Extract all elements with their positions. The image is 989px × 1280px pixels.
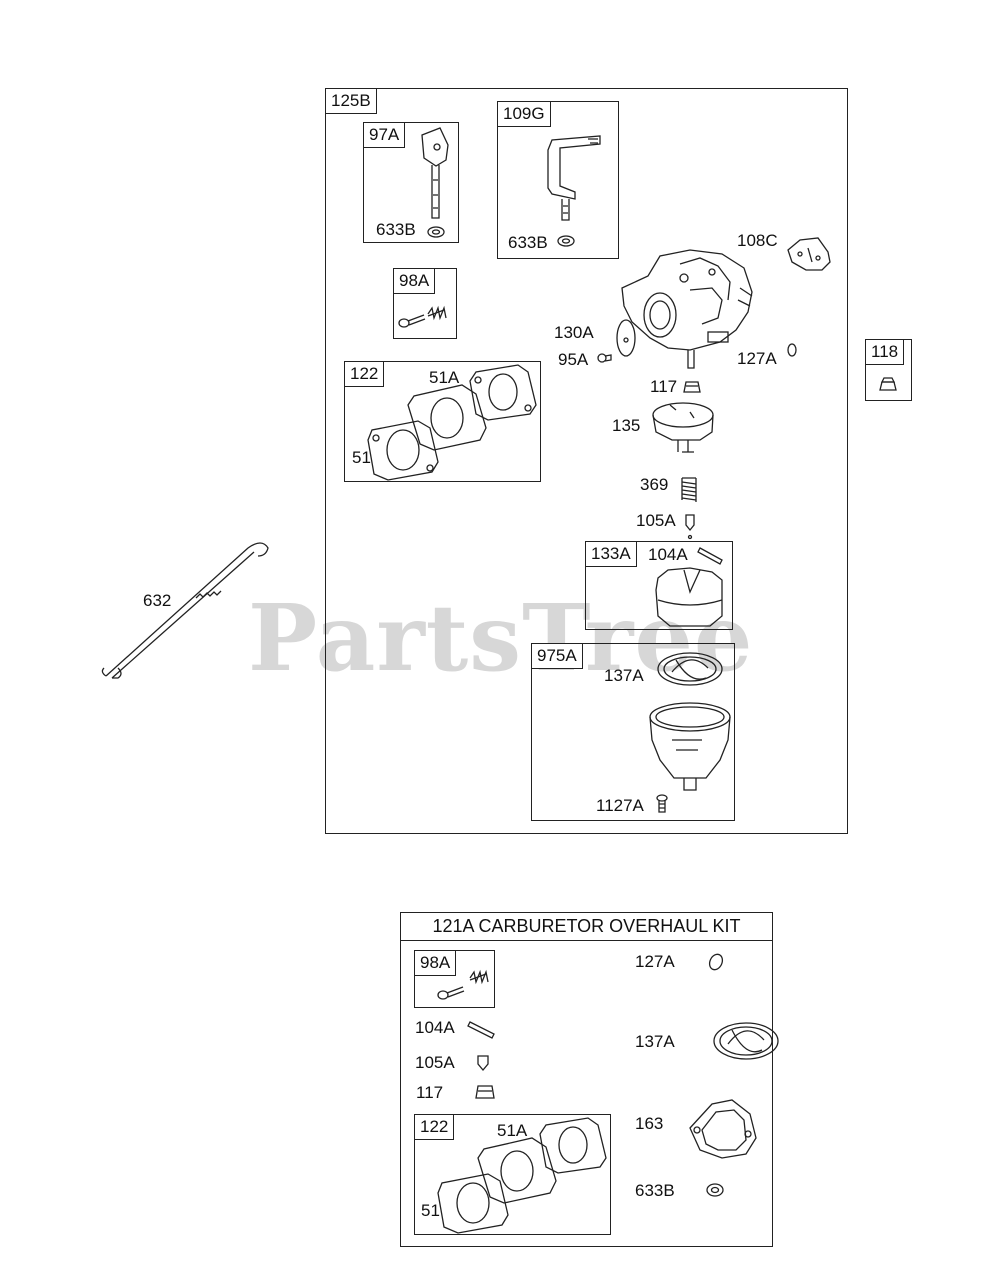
overhaul-kit-title: 121A CARBURETOR OVERHAUL KIT <box>401 913 772 941</box>
assembly-125b-tag: 125B <box>326 89 377 114</box>
label-369: 369 <box>640 475 669 494</box>
box-118-tag: 118 <box>866 340 905 365</box>
box-975a-tag: 975A <box>532 644 583 669</box>
label-108c: 108C <box>737 231 778 250</box>
screw-icon <box>398 314 426 328</box>
label-51: 51 <box>352 448 371 467</box>
jet-icon <box>475 1085 495 1099</box>
box-133a-tag: 133A <box>586 542 637 567</box>
bolt-icon <box>656 794 668 813</box>
box-133a: 133A 104A <box>585 541 733 630</box>
kit-box-98a: 98A <box>414 950 495 1008</box>
overhaul-kit-box: 121A CARBURETOR OVERHAUL KIT <box>400 912 773 1247</box>
kit-label-51: 51 <box>421 1201 440 1220</box>
bowl-insert-icon <box>655 567 723 627</box>
box-109g-tag: 109G <box>498 102 551 127</box>
jet-icon <box>683 381 701 393</box>
choke-lever-icon <box>421 127 449 219</box>
o-ring-icon <box>708 953 724 971</box>
box-98a: 98A <box>393 268 457 339</box>
plate-icon <box>787 237 831 271</box>
float-icon <box>652 402 714 453</box>
box-97a-tag: 97A <box>364 123 406 148</box>
bowl-gasket-icon <box>657 652 723 686</box>
spring-icon <box>427 305 447 321</box>
label-632: 632 <box>143 591 172 610</box>
o-ring-icon <box>787 343 797 357</box>
kit-label-633b: 633B <box>635 1181 675 1200</box>
label-127a-main: 127A <box>737 349 777 368</box>
kit-label-163: 163 <box>635 1114 664 1133</box>
small-screw-icon <box>597 353 612 363</box>
box-975a: 975A 137A 1127A <box>531 643 735 821</box>
kit-box-98a-tag: 98A <box>415 951 457 976</box>
kit-label-127a: 127A <box>635 952 675 971</box>
label-1127a: 1127A <box>596 796 644 815</box>
kit-box-122: 122 51A 51 <box>414 1114 611 1235</box>
needle-icon <box>477 1055 489 1072</box>
bowl-gasket-icon <box>713 1022 779 1060</box>
box-109g: 109G 633B <box>497 101 619 259</box>
washer-icon <box>706 1183 724 1197</box>
assembly-125b-box: 125B <box>325 88 848 834</box>
nut-icon <box>879 377 897 391</box>
label-633b-97a: 633B <box>376 220 416 239</box>
label-105a-main: 105A <box>636 511 676 530</box>
box-122-tag: 122 <box>345 362 385 387</box>
kit-label-51a: 51A <box>497 1121 528 1140</box>
spring-icon <box>469 969 489 985</box>
washer-icon <box>557 235 575 247</box>
kit-box-122-tag: 122 <box>415 1115 455 1140</box>
box-122: 122 51A 51 <box>344 361 541 482</box>
flange-gasket-icon <box>689 1099 757 1159</box>
kit-label-104a: 104A <box>415 1018 455 1037</box>
label-104a-main: 104A <box>648 545 688 564</box>
carburetor-body-icon <box>621 249 753 369</box>
label-135: 135 <box>612 416 641 435</box>
box-97a: 97A 633B <box>363 122 459 243</box>
label-117-main: 117 <box>650 377 678 396</box>
needle-icon <box>685 514 695 540</box>
washer-icon <box>427 226 445 238</box>
label-51a: 51A <box>429 368 460 387</box>
kit-label-137a: 137A <box>635 1032 675 1051</box>
screw-icon <box>437 986 465 1000</box>
spring-icon <box>681 477 697 502</box>
label-130a: 130A <box>554 323 594 342</box>
gasket-icon <box>437 1117 607 1234</box>
fuel-bowl-icon <box>649 702 731 791</box>
gasket-icon <box>367 364 537 481</box>
disc-icon <box>616 319 636 357</box>
label-633b-109g: 633B <box>508 233 548 252</box>
throttle-lever-icon <box>547 135 601 221</box>
pin-icon <box>467 1021 495 1039</box>
governor-link-icon <box>101 542 269 679</box>
pin-icon <box>697 547 723 565</box>
label-95a: 95A <box>558 350 589 369</box>
watermark: PartsTree <box>248 584 754 692</box>
kit-label-117: 117 <box>416 1083 444 1102</box>
box-118: 118 <box>865 339 912 401</box>
box-98a-tag: 98A <box>394 269 436 294</box>
label-137a-main: 137A <box>604 666 644 685</box>
kit-label-105a: 105A <box>415 1053 455 1072</box>
